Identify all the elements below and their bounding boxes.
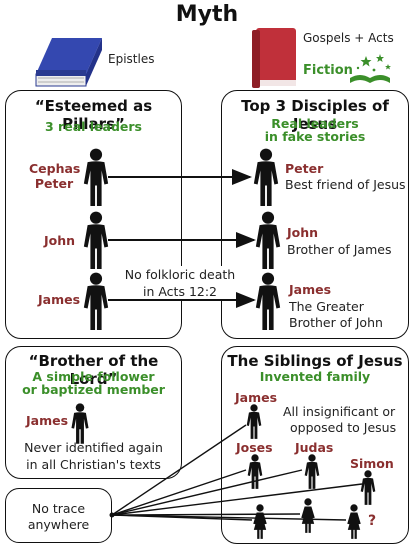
brother-heading: “Brother of the Lord” xyxy=(28,352,159,388)
brother-desc-1: Never identified again xyxy=(24,440,163,455)
siblings-subheading: Invented family xyxy=(259,369,371,384)
disciple-desc-james-2: Brother of John xyxy=(289,315,383,330)
disciple-desc-john: Brother of James xyxy=(287,242,392,257)
disciple-name-john: John xyxy=(287,225,319,240)
note-line-2: in Acts 12:2 xyxy=(118,283,242,300)
disciples-subheading-1: Real leaders xyxy=(271,116,359,131)
siblings-heading: The Siblings of Jesus xyxy=(227,352,403,370)
pillar-name-john: John xyxy=(44,233,76,248)
person-icon-brother-james xyxy=(71,403,89,444)
pillar-name-peter: Peter xyxy=(34,176,74,191)
page-title: Myth xyxy=(175,2,239,27)
blue-book-icon xyxy=(35,38,102,87)
pillars-heading: “Esteemed as Pillars” xyxy=(34,97,153,133)
brother-desc-2: in all Christian's texts xyxy=(26,457,161,472)
no-trace-line-1: No trace xyxy=(31,501,86,516)
no-trace-connectors xyxy=(111,424,363,521)
pillars-subheading: 3 real leaders xyxy=(45,119,142,134)
person-icon-disciple-peter xyxy=(253,148,279,206)
siblings-desc-2: opposed to Jesus xyxy=(290,420,397,435)
person-icon-sister-3 xyxy=(347,504,361,539)
disciple-desc-james-1: The Greater xyxy=(289,299,364,314)
person-icon-sibling-james xyxy=(246,404,262,439)
disciple-desc-peter: Best friend of Jesus xyxy=(285,177,406,192)
person-icon-sibling-joses xyxy=(247,454,263,489)
person-icon-cephas xyxy=(83,148,109,206)
person-icon-sibling-simon xyxy=(360,470,376,505)
pillar-name-cephas: Cephas xyxy=(29,161,81,176)
person-icon-disciple-john xyxy=(255,211,281,269)
sibling-name-james: James xyxy=(235,390,278,405)
pillar-name-james: James xyxy=(38,292,81,307)
brother-name-james: James xyxy=(26,413,69,428)
siblings-desc-1: All insignificant or xyxy=(283,404,396,419)
person-icon-disciple-james xyxy=(255,272,281,330)
sibling-name-judas: Judas xyxy=(295,440,334,455)
person-icon-john xyxy=(83,211,109,269)
fiction-label: Fiction xyxy=(303,63,353,78)
brother-box xyxy=(5,346,182,479)
brother-subheading-1: A simple follower xyxy=(32,369,155,384)
person-icon-sibling-judas xyxy=(304,454,320,489)
sibling-name-joses: Joses xyxy=(236,440,273,455)
epistles-label: Epistles xyxy=(108,52,155,66)
person-icon-sister-1 xyxy=(253,504,267,539)
person-icon-sister-2 xyxy=(301,498,315,533)
gospels-label: Gospels + Acts xyxy=(303,31,394,45)
disciples-heading: Top 3 Disciples of Jesus xyxy=(241,97,389,133)
sibling-name-simon: Simon xyxy=(350,456,394,471)
no-trace-line-2: anywhere xyxy=(27,517,90,532)
sibling-unknown-mark: ? xyxy=(368,513,377,529)
brother-subheading-2: or baptized member xyxy=(22,382,165,397)
person-icon-james xyxy=(83,272,109,330)
red-book-icon xyxy=(252,28,296,88)
disciples-subheading-2: in fake stories xyxy=(264,129,366,144)
disciple-name-peter: Peter xyxy=(285,161,324,176)
note-line-1: No folkloric death xyxy=(118,266,242,283)
magic-book-icon xyxy=(350,54,391,83)
disciple-name-james: James xyxy=(289,282,332,297)
siblings-box xyxy=(221,346,409,544)
